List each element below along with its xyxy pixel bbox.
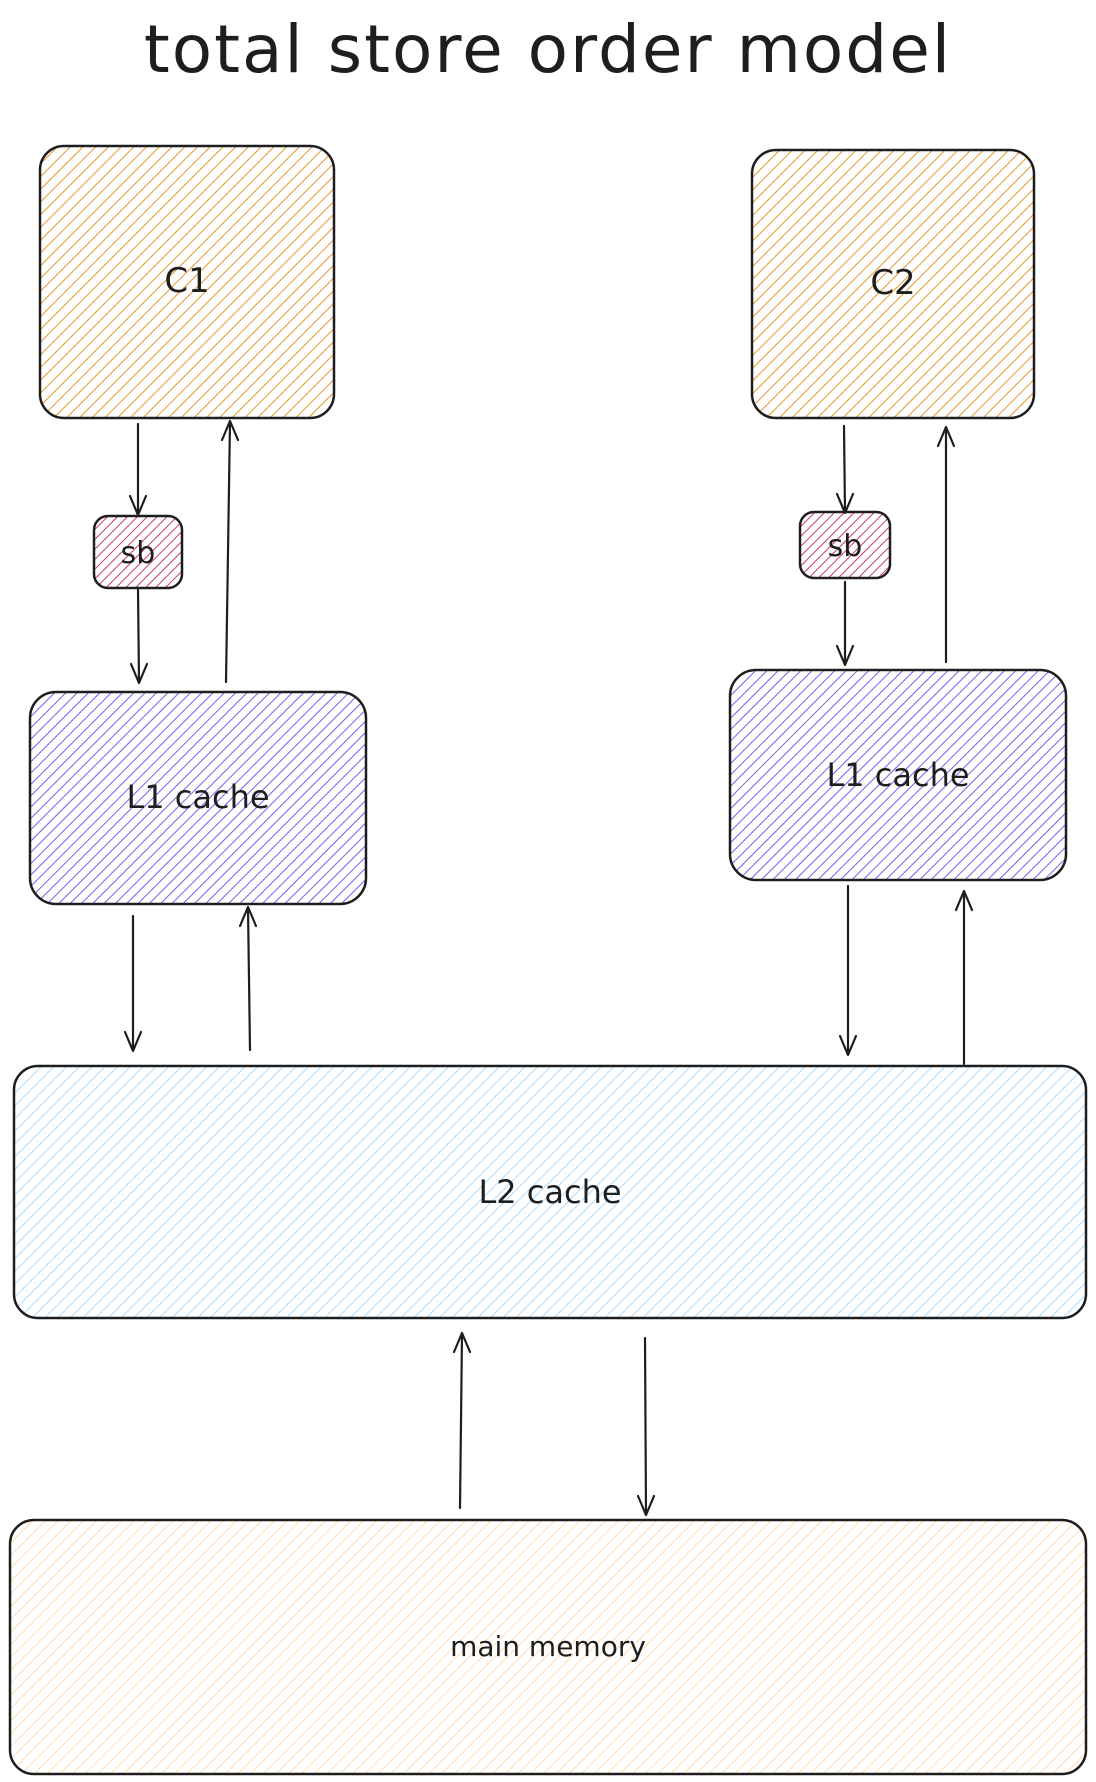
main-memory-label: main memory <box>450 1630 646 1663</box>
core-c2-label: C2 <box>870 263 915 303</box>
core-c2-node: C2 <box>750 148 1036 420</box>
l1-cache-left-node: L1 cache <box>28 690 368 906</box>
arrow-l1-right-to-c2 <box>936 425 956 664</box>
l2-cache-node: L2 cache <box>12 1064 1088 1320</box>
arrow-l1-left-to-l2 <box>123 914 143 1053</box>
l2-cache-label: L2 cache <box>478 1173 621 1211</box>
arrow-sb-to-l1-left <box>129 588 149 685</box>
core-c1-node: C1 <box>38 144 336 420</box>
arrow-l1-right-to-l2 <box>838 884 858 1057</box>
diagram-title: total store order model <box>144 11 952 88</box>
arrow-c2-to-sb <box>835 424 855 515</box>
l1-cache-right-label: L1 cache <box>826 756 969 794</box>
l1-cache-right-node: L1 cache <box>728 668 1068 882</box>
store-buffer-left-label: sb <box>121 536 156 571</box>
arrow-l2-to-memory <box>636 1336 656 1517</box>
arrow-l2-to-l1-left <box>238 905 258 1052</box>
core-c1-label: C1 <box>164 261 209 301</box>
arrow-l1-left-to-c1 <box>220 419 240 684</box>
store-buffer-left-node: sb <box>92 514 184 590</box>
l1-cache-left-label: L1 cache <box>126 778 269 816</box>
arrow-sb-to-l1-right <box>835 580 855 667</box>
store-buffer-right-node: sb <box>798 510 892 580</box>
arrow-memory-to-l2 <box>452 1331 472 1510</box>
arrow-c1-to-sb <box>128 422 148 517</box>
store-buffer-right-label: sb <box>828 529 863 564</box>
arrow-l2-to-l1-right <box>954 889 974 1066</box>
main-memory-node: main memory <box>8 1518 1088 1776</box>
